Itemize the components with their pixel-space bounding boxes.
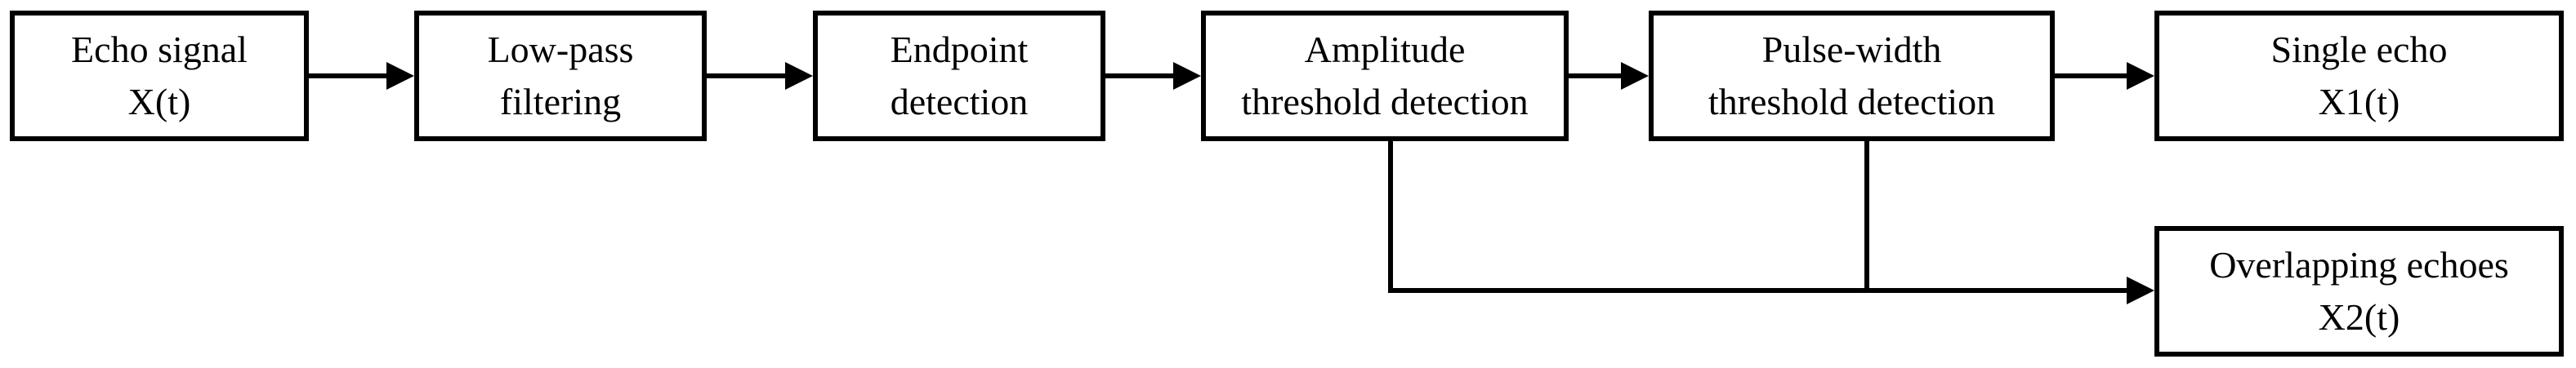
node-pulse-width-threshold-detection: Pulse-width threshold detection [1649, 11, 2055, 141]
node-amplitude-threshold-detection: Amplitude threshold detection [1201, 11, 1569, 141]
node-label-line1: Amplitude [1304, 29, 1466, 70]
arrow-shaft [707, 73, 785, 78]
branch-drop-from-pulse-width [1864, 141, 1869, 293]
node-low-pass-filtering: Low-pass filtering [414, 11, 707, 141]
arrow-shaft [309, 73, 386, 78]
node-label-line2: X(t) [127, 81, 191, 122]
arrow-shaft [2055, 73, 2127, 78]
node-label-line2: filtering [499, 81, 622, 122]
arrowhead-right-icon [2127, 277, 2154, 304]
arrowhead-right-icon [785, 62, 813, 90]
node-overlapping-echoes: Overlapping echoes X2(t) [2154, 226, 2564, 357]
arrowhead-right-icon [1173, 62, 1201, 90]
arrow-shaft [1105, 73, 1173, 78]
node-label-line1: Pulse-width [1761, 29, 1942, 70]
node-label-line2: detection [890, 81, 1029, 122]
node-single-echo: Single echo X1(t) [2154, 11, 2564, 141]
node-echo-signal: Echo signal X(t) [10, 11, 309, 141]
node-endpoint-detection: Endpoint detection [813, 11, 1105, 141]
node-label-line2: X1(t) [2318, 81, 2400, 122]
arrowhead-right-icon [386, 62, 414, 90]
branch-horizontal-shaft [1388, 288, 2127, 293]
arrow-shaft [1569, 73, 1621, 78]
node-label-line2: X2(t) [2318, 296, 2400, 338]
node-label-line1: Low-pass [487, 29, 634, 70]
node-label-line1: Endpoint [890, 29, 1029, 70]
node-label-line2: threshold detection [1241, 81, 1529, 122]
arrowhead-right-icon [1621, 62, 1649, 90]
node-label-line1: Overlapping echoes [2209, 244, 2509, 286]
arrowhead-right-icon [2127, 62, 2154, 90]
node-label-line2: threshold detection [1708, 81, 1996, 122]
branch-drop-from-amplitude [1388, 141, 1393, 293]
node-label-line1: Echo signal [71, 29, 248, 70]
node-label-line1: Single echo [2270, 29, 2448, 70]
